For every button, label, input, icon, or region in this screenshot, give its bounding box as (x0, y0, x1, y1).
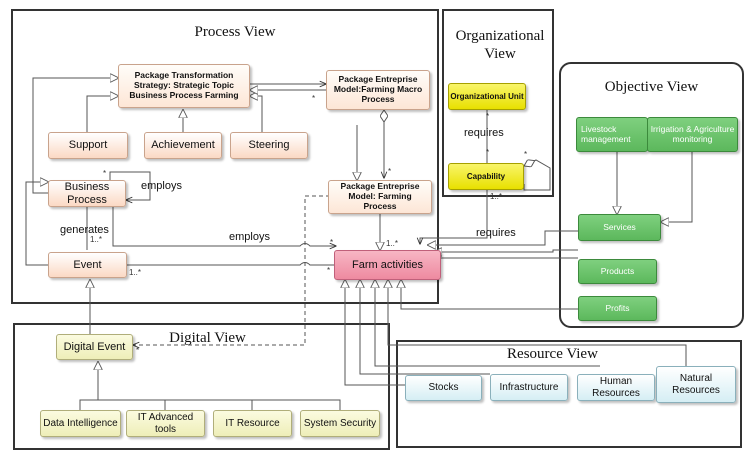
organizational-unit-node[interactable]: Organizational Unit (448, 83, 526, 110)
profits-to-farm (401, 280, 578, 310)
mult-star: * (524, 150, 528, 159)
mult-star: * (486, 112, 490, 121)
mult-star: * (486, 148, 490, 157)
digital-event-node[interactable]: Digital Event (56, 334, 133, 360)
achievement-node[interactable]: Achievement (144, 132, 222, 159)
steering-generalization (250, 96, 263, 132)
mult-star: * (330, 238, 334, 247)
support-generalization (86, 96, 118, 132)
profits-node[interactable]: Profits (578, 296, 657, 321)
mult-star: * (312, 94, 316, 103)
it-resource-node[interactable]: IT Resource (213, 410, 292, 437)
objective-to-farm (434, 250, 578, 252)
process-view-title: Process View (194, 24, 276, 40)
objective-view-title: Objective View (604, 79, 699, 95)
steering-node[interactable]: Steering (230, 132, 308, 159)
farm-activities-node[interactable]: Farm activities (334, 250, 441, 280)
mult-star: * (136, 346, 140, 355)
package-transformation-node[interactable]: Package Transformation Strategy: Strateg… (118, 64, 250, 108)
business-process-node[interactable]: Business Process (48, 180, 126, 207)
employs-self-label: employs (141, 180, 182, 192)
it-advanced-generalization (98, 399, 166, 410)
mult-1star: 1..* (386, 239, 399, 248)
organizational-view-frame (442, 9, 554, 197)
employs-label: employs (229, 231, 270, 243)
event-node[interactable]: Event (48, 252, 127, 278)
digital-view-frame (13, 323, 390, 450)
mult-1star: 1..* (490, 192, 503, 201)
organizational-view-title: Organizational View (455, 28, 545, 62)
human-resources-node[interactable]: Human Resources (577, 374, 655, 401)
irrigation-monitoring-node[interactable]: Irrigation & Agriculture monitoring (647, 117, 738, 152)
requires-top-label: requires (464, 127, 504, 139)
business-process-employs-farm (112, 207, 336, 246)
products-node[interactable]: Products (578, 259, 657, 284)
requires-bottom-label: requires (476, 227, 516, 239)
it-advanced-tools-node[interactable]: IT Advanced tools (126, 410, 205, 437)
infrastructure-node[interactable]: Infrastructure (490, 374, 568, 401)
capability-requires-farm (420, 190, 488, 244)
stocks-node[interactable]: Stocks (405, 375, 482, 401)
capability-self-loop (524, 160, 551, 191)
human-to-farm (375, 280, 600, 367)
package-farming-process-node[interactable]: Package Entreprise Model: Farming Proces… (328, 180, 432, 214)
event-to-business-process (25, 182, 48, 266)
system-security-node[interactable]: System Security (300, 410, 380, 437)
mult-1star: 1..* (90, 235, 103, 244)
data-intelligence-generalization (79, 362, 98, 410)
mult-1star: 1..* (129, 268, 142, 277)
package-macro-node[interactable]: Package Entreprise Model:Farming Macro P… (326, 70, 430, 110)
natural-to-farm (388, 280, 687, 366)
it-resource-generalization (165, 399, 253, 410)
generates-label: generates (60, 224, 109, 236)
mult-star: * (103, 169, 107, 178)
objective-view-frame (559, 62, 744, 328)
system-security-generalization (252, 399, 341, 410)
services-to-farm (428, 230, 578, 245)
stocks-to-farm (345, 280, 405, 386)
data-intelligence-node[interactable]: Data Intelligence (40, 410, 121, 437)
process-view-frame (11, 9, 439, 304)
digital-view-title: Digital View (169, 330, 246, 346)
irrigation-to-services (661, 152, 693, 222)
business-process-employs-loop (109, 171, 151, 200)
support-node[interactable]: Support (48, 132, 128, 159)
resource-view-frame (396, 340, 742, 448)
services-node[interactable]: Services (578, 214, 661, 241)
infrastructure-to-farm (360, 280, 490, 375)
natural-resources-node[interactable]: Natural Resources (656, 366, 736, 403)
mult-star: * (327, 266, 331, 275)
resource-view-title: Resource View (507, 346, 598, 362)
mult-star: * (388, 167, 392, 176)
business-process-to-transformation (32, 78, 118, 194)
livestock-management-node[interactable]: Livestock management (576, 117, 648, 152)
farming-process-to-digital-event (133, 195, 330, 345)
capability-node[interactable]: Capability (448, 163, 524, 190)
